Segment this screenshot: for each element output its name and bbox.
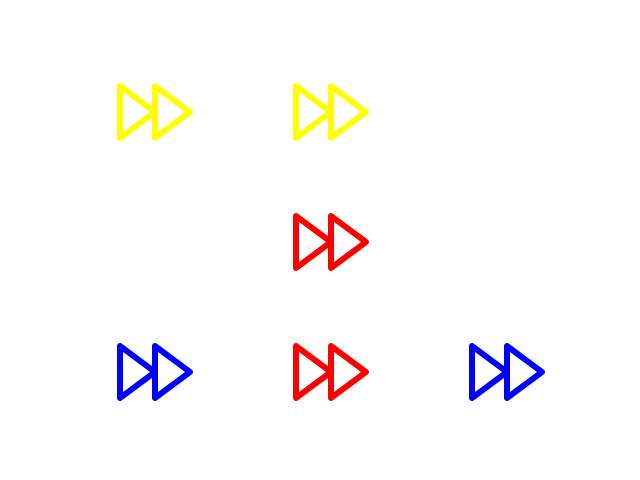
- fast-forward-icon: [115, 82, 193, 142]
- fast-forward-icon: [115, 342, 193, 402]
- triangle-left: [293, 343, 334, 401]
- fast-forward-icon: [467, 342, 545, 402]
- triangle-right: [328, 343, 369, 401]
- triangle-right: [504, 343, 545, 401]
- fast-forward-icon: [291, 82, 369, 142]
- triangle-left: [469, 343, 510, 401]
- triangle-left: [293, 83, 334, 141]
- triangle-right: [328, 213, 369, 271]
- triangle-right: [328, 83, 369, 141]
- fast-forward-icon: [291, 342, 369, 402]
- fast-forward-icon: [291, 212, 369, 272]
- triangle-left: [117, 343, 158, 401]
- triangle-left: [293, 213, 334, 271]
- triangle-right: [152, 343, 193, 401]
- triangle-left: [117, 83, 158, 141]
- triangle-right: [152, 83, 193, 141]
